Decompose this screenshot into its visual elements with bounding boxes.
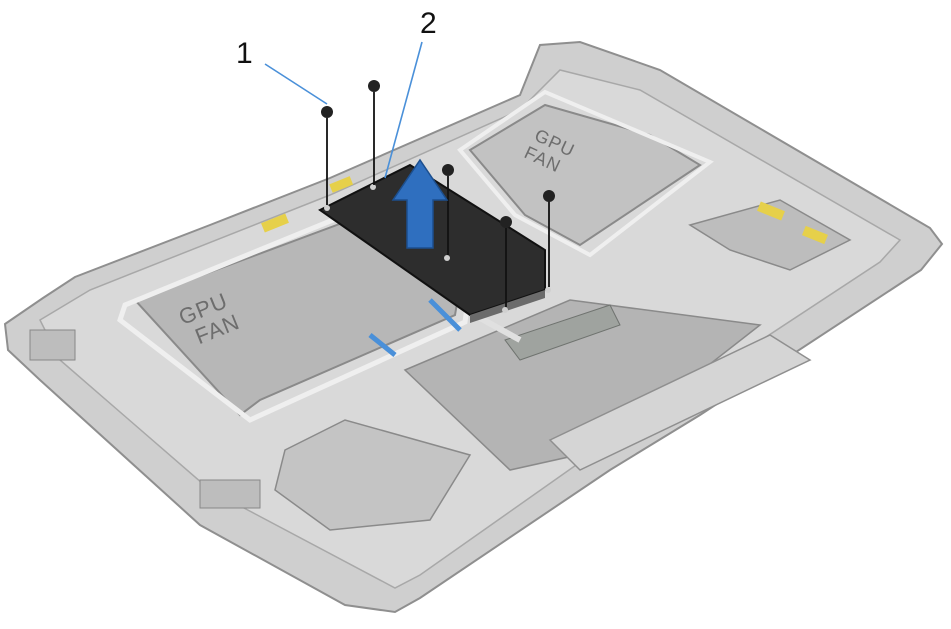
- up-arrow-icon: [391, 158, 449, 249]
- hard-drive-bay: [274, 419, 472, 531]
- ribbon-cable-2: [368, 333, 397, 357]
- screw-icon: [368, 80, 380, 92]
- screw-hole: [444, 255, 450, 261]
- screw-hole: [502, 307, 508, 313]
- ribbon-cable-3: [478, 315, 522, 343]
- bracket-edge: [470, 290, 545, 323]
- callout-number-1: 1: [236, 37, 253, 70]
- screw-icon: [500, 216, 512, 228]
- tape-4: [802, 225, 828, 245]
- tape-1: [261, 213, 289, 233]
- screw-icon: [442, 164, 454, 176]
- callout-2-leader: [384, 41, 423, 179]
- right-fan-panel: [468, 103, 702, 247]
- port-area-lower: [199, 479, 261, 509]
- screw-hole: [545, 287, 551, 293]
- screw-hole: [324, 205, 330, 211]
- screw-icon: [543, 190, 555, 202]
- port-area-left: [29, 329, 76, 361]
- touchpad-bracket: [548, 334, 812, 471]
- right-fan-panel-frame: [457, 89, 714, 258]
- screw-group: [321, 80, 555, 307]
- tape-2: [329, 176, 354, 193]
- screw-hole: [370, 184, 376, 190]
- screw-icon: [321, 106, 333, 118]
- tape-3: [757, 201, 785, 221]
- callout-1-leader: [264, 63, 328, 105]
- ribbon-cable-1: [428, 298, 462, 332]
- callout-number-2: 2: [420, 7, 437, 40]
- system-board: [504, 304, 621, 361]
